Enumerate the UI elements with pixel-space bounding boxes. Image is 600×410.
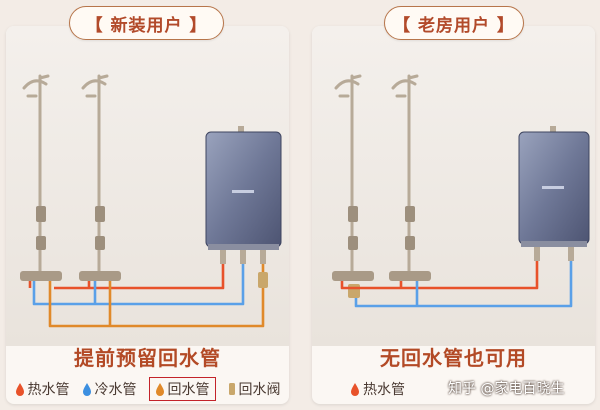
hot-drop-icon <box>351 383 359 396</box>
return-water-pipe <box>48 264 265 328</box>
legend-return-valve: 回水阀 <box>228 379 281 399</box>
hot-water-pipe <box>340 261 539 290</box>
legend-return-water: 回水管 <box>148 377 216 401</box>
pipes-right <box>340 261 573 308</box>
legend-left: 热水管 冷水管 回水管 回水阀 <box>6 377 289 401</box>
hot-drop-icon <box>15 383 24 396</box>
legend-hot-water: 热水管 <box>15 379 70 399</box>
pipes-left <box>28 264 265 328</box>
mixer-2 <box>79 271 121 281</box>
valve-icon <box>228 383 235 395</box>
new-install-diagram <box>6 26 289 346</box>
old-house-tag: 【 老房用户 】 <box>384 6 524 40</box>
new-install-caption: 提前预留回水管 <box>74 346 221 370</box>
legend-label: 回水管 <box>167 382 210 398</box>
zhihu-watermark: 知乎 @家电百晓生 <box>448 381 565 397</box>
cold-water-pipe <box>354 261 573 308</box>
new-install-tag: 【 新装用户 】 <box>69 6 224 40</box>
new-install-panel <box>6 26 289 404</box>
legend-cold-water: 冷水管 <box>82 379 137 399</box>
old-house-caption: 无回水管也可用 <box>380 346 527 370</box>
water-heater <box>205 126 282 264</box>
cold-water-pipe <box>32 264 245 306</box>
cold-drop-icon <box>82 383 91 396</box>
return-drop-icon <box>155 383 164 396</box>
legend-label: 热水管 <box>27 382 70 398</box>
legend-hot-water: 热水管 <box>350 379 405 399</box>
legend-label: 冷水管 <box>94 382 137 398</box>
old-house-diagram <box>312 26 595 346</box>
water-heater <box>518 126 590 261</box>
mixer-1 <box>20 271 62 281</box>
return-valve <box>258 272 268 288</box>
legend-label: 热水管 <box>363 382 405 398</box>
legend-right: 热水管 <box>350 378 405 400</box>
legend-label: 回水阀 <box>238 382 281 398</box>
old-house-panel <box>312 26 595 404</box>
